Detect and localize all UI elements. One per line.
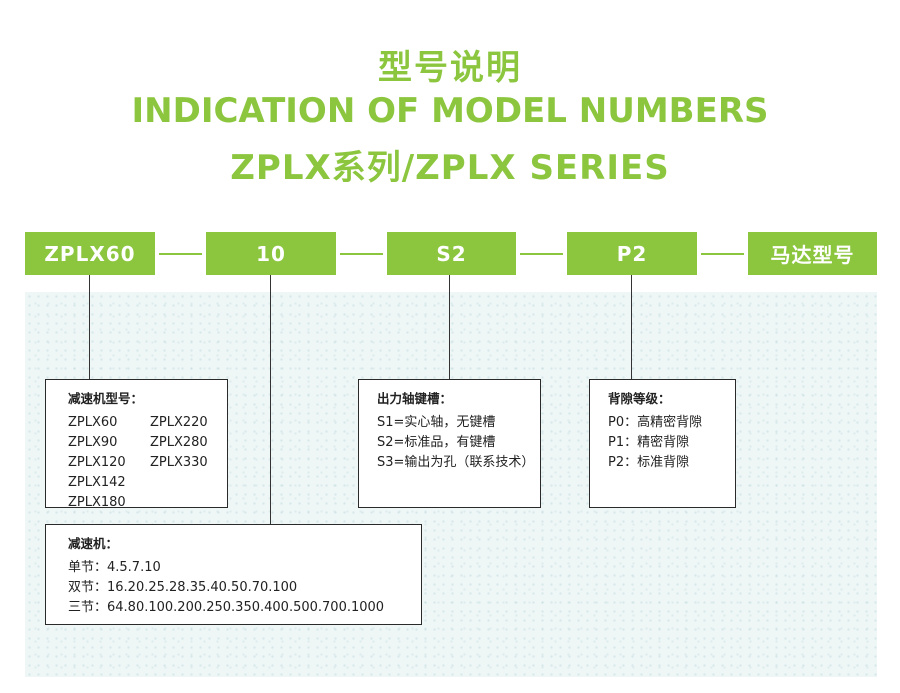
leader-line-shaft [449, 275, 450, 380]
connector-line-3 [520, 253, 563, 255]
model-item: ZPLX280 [150, 435, 208, 450]
connector-line-4 [701, 253, 744, 255]
connector-line-1 [159, 253, 202, 255]
reducer-model-box: 减速机型号： ZPLX60 ZPLX90 ZPLX120 ZPLX142 ZPL… [45, 379, 228, 510]
model-item: ZPLX330 [150, 455, 208, 470]
backlash-box: 背隙等级： P0：高精密背隙 P1：精密背隙 P2：标准背隙 [589, 379, 736, 508]
code-box-model: ZPLX60 [25, 232, 155, 275]
shaft-option: S2=标准品，有键槽 [377, 435, 496, 450]
code-box-backlash: P2 [567, 232, 697, 275]
backlash-option: P1：精密背隙 [608, 435, 690, 450]
connector-line-2 [340, 253, 383, 255]
title-series: ZPLX系列/ZPLX SERIES [230, 148, 670, 188]
title-english: INDICATION OF MODEL NUMBERS [131, 91, 769, 131]
title-chinese: 型号说明 [378, 48, 522, 88]
ratio-heading: 减速机： [68, 536, 119, 551]
ratio-row-triple: 三节：64.80.100.200.250.350.400.500.700.100… [68, 600, 385, 615]
model-item: ZPLX180 [68, 495, 126, 510]
code-box-motor: 马达型号 [748, 232, 877, 275]
backlash-heading: 背隙等级： [608, 391, 671, 406]
output-shaft-box: 出力轴键槽： S1=实心轴，无键槽 S2=标准品，有键槽 S3=输出为孔（联系技… [358, 379, 541, 508]
shaft-option: S3=输出为孔（联系技术） [377, 455, 535, 470]
shaft-option: S1=实心轴，无键槽 [377, 415, 496, 430]
model-item: ZPLX120 [68, 455, 126, 470]
backlash-option: P2：标准背隙 [608, 455, 690, 470]
leader-line-model [89, 275, 90, 380]
output-shaft-heading: 出力轴键槽： [377, 391, 453, 406]
model-item: ZPLX220 [150, 415, 208, 430]
code-box-shaft: S2 [387, 232, 516, 275]
ratio-row-single: 单节：4.5.7.10 [68, 560, 161, 575]
backlash-option: P0：高精密背隙 [608, 415, 703, 430]
model-item: ZPLX142 [68, 475, 126, 490]
ratio-row-double: 双节：16.20.25.28.35.40.50.70.100 [68, 580, 298, 595]
reducer-model-heading: 减速机型号： [68, 391, 144, 406]
code-box-ratio: 10 [206, 232, 336, 275]
ratio-box: 减速机： 单节：4.5.7.10 双节：16.20.25.28.35.40.50… [45, 524, 422, 625]
model-item: ZPLX90 [68, 435, 118, 450]
leader-line-backlash [631, 275, 632, 380]
leader-line-ratio [270, 275, 271, 524]
model-item: ZPLX60 [68, 415, 118, 430]
